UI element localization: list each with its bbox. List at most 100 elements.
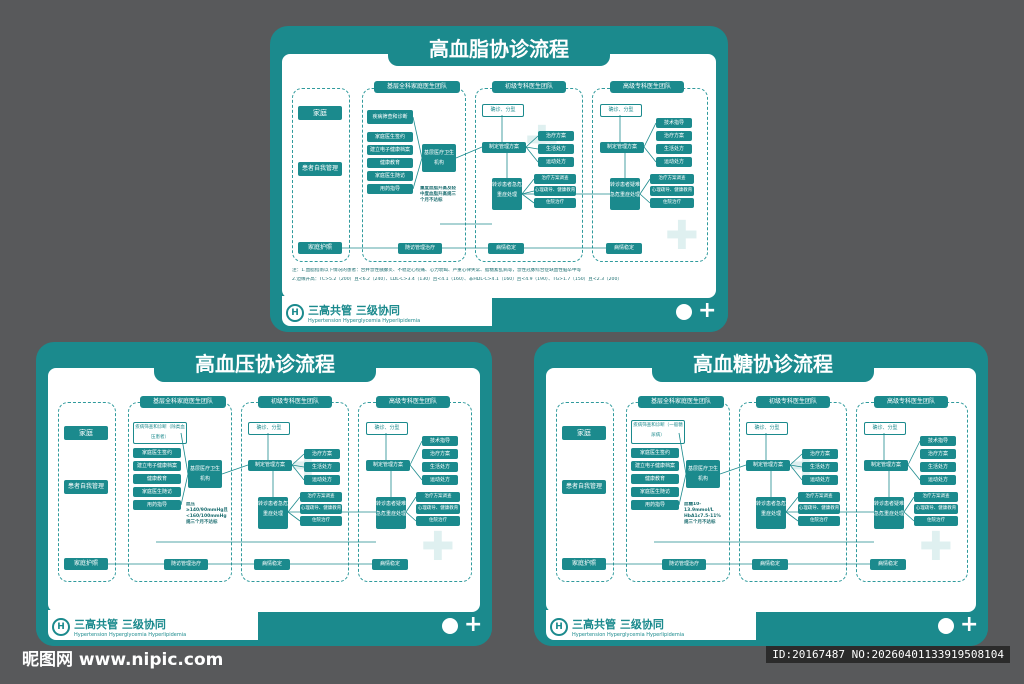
lipid-col3-sub-0: 治疗方案调查 [534,174,576,184]
lipid-screening: 疾病筛查和诊断 [367,110,413,124]
lipid-col1-frame [292,88,350,262]
glucose-col2-item-1: 建立电子健康档案 [631,461,679,471]
pressure-board: 高血压协诊流程 ✚ ✚ 家庭 患者自我管理 家庭护照 基层全科家庭医生团队 疾病… [36,342,492,646]
lipid-col3-opt-0: 治疗方案 [538,131,574,141]
glucose-follow: 随访管理治疗 [662,559,706,570]
lipid-circle-icon [676,304,692,320]
lipid-note-2: 2.边缘升高：TC>5.2（200）且<6.2（240）、LDL-C>3.4（1… [292,277,622,282]
pressure-connector-lines [108,432,423,565]
lipid-col4-sub-1: 心理疏导、健康教育 [650,186,694,196]
pressure-family: 家庭 [64,426,108,440]
lipid-col3-opt-1: 生活处方 [538,144,574,154]
lipid-col2-item-4: 用药指导 [367,184,413,194]
watermark-site: 昵图网 www.nipic.com [22,650,224,670]
lipid-connector-lines [342,115,657,249]
lipid-col4-opt-3: 运动处方 [656,157,692,167]
pressure-logo: H 三高共管 三级协同 Hypertension Hyperglycemia H… [52,616,186,638]
lipid-col4-plan: 制定管理方案 [600,142,644,153]
glucose-col3-sub-0: 治疗方案调查 [798,492,840,502]
pressure-col4-diag: 确诊、分型 [366,422,408,435]
glucose-col4-sub-0: 治疗方案调查 [914,492,958,502]
glucose-col4-plan: 制定管理方案 [864,460,908,471]
lipid-col4-header: 高级专科医生团队 [610,81,684,93]
glucose-col3-sub-2: 住院治疗 [798,516,840,526]
pressure-logo-title: 三高共管 三级协同 [74,618,166,631]
pressure-screening: 疾病筛查和诊断（除类血压患者） [133,422,187,444]
lipid-logo-title: 三高共管 三级协同 [308,304,400,317]
glucose-plus-icon: + [960,612,979,637]
glucose-col4-sub-1: 心理疏导、健康教育 [914,504,958,514]
pressure-criteria: 血压≥140/90mmHg且<160/100mmHg规三个月不达标 [186,502,228,526]
pressure-col4-sub-2: 住院治疗 [416,516,460,526]
lipid-follow: 随访管理治疗 [398,243,442,254]
pressure-col4-header: 高级专科医生团队 [376,396,450,408]
lipid-col4-diag: 确诊、分型 [600,104,642,117]
lipid-col4-opt-2: 生活处方 [656,144,692,154]
lipid-self-mgmt: 患者自我管理 [298,162,342,176]
pressure-col4-refer: 转诊患者疑难急危重症处理 [376,497,406,529]
pressure-col4-opt-3: 运动处方 [422,475,458,485]
glucose-col3-sub-1: 心理疏导、健康教育 [798,504,840,514]
glucose-col4-diag: 确诊、分型 [864,422,906,435]
lipid-col4-sub-2: 住院治疗 [650,198,694,208]
glucose-screening: 疾病筛查和诊断（一般糖尿病） [631,420,685,444]
pressure-col3-sub-1: 心理疏导、健康教育 [300,504,342,514]
glucose-col2-item-3: 家庭医生随访 [631,487,679,497]
glucose-col4-opt-2: 生活处方 [920,462,956,472]
lipid-col3-refer: 转诊患者急危重症处理 [492,178,522,210]
pressure-col4-opt-0: 技术指导 [422,436,458,446]
lipid-stable-2: 病情稳定 [606,243,642,254]
watermark-id: ID:20167487 NO:20260401133919508104 [766,646,1010,663]
glucose-col3-opt-2: 运动处方 [802,475,838,485]
glucose-col4-opt-1: 治疗方案 [920,449,956,459]
glucose-stable-1: 病情稳定 [752,559,788,570]
glucose-board: 高血糖协诊流程 ✚ ✚ 家庭 患者自我管理 家庭护照 基层全科家庭医生团队 疾病… [534,342,988,646]
glucose-center: 基层医疗卫生机构 [686,460,720,488]
lipid-note-1: 注：1.血脂指南以下情况的患者：合并急性胰腺炎、不稳定心绞痛、心力衰竭、严重心律… [292,268,582,273]
lipid-col3-sub-1: 心理疏导、健康教育 [534,186,576,196]
lipid-board: 高血脂协诊流程 ✚ ✚ 家庭 患者自我管理 家庭护照 基层全科家庭医生团队 疾病… [270,26,728,332]
pressure-col3-plan: 制定管理方案 [248,460,292,471]
glucose-col3-opt-1: 生活处方 [802,462,838,472]
glucose-self-mgmt: 患者自我管理 [562,480,606,494]
glucose-col4-opt-0: 技术指导 [920,436,956,446]
glucose-col4-refer: 转诊患者疑难急危重症处理 [874,497,904,529]
lipid-col4-opt-0: 技术指导 [656,118,692,128]
glucose-col2-item-4: 用药指导 [631,500,679,510]
lipid-col2-header: 基层全科家庭医生团队 [374,81,460,93]
pressure-stable-1: 病情稳定 [254,559,290,570]
pressure-center: 基层医疗卫生机构 [188,460,222,488]
pressure-col2-item-4: 用药指导 [133,500,181,510]
glucose-logo-mark-icon: H [550,618,568,636]
lipid-col4-sub-0: 治疗方案调查 [650,174,694,184]
pressure-plus-icon: + [464,612,483,637]
lipid-col2-item-2: 健康教育 [367,158,413,168]
pressure-col2-header: 基层全科家庭医生团队 [140,396,226,408]
glucose-title: 高血糖协诊流程 [652,346,874,382]
pressure-col3-opt-2: 运动处方 [304,475,340,485]
pressure-col3-sub-0: 治疗方案调查 [300,492,342,502]
glucose-logo-title: 三高共管 三级协同 [572,618,664,631]
glucose-col1-frame [556,402,614,582]
pressure-family-care: 家庭护照 [64,558,108,570]
pressure-col2-item-1: 建立电子健康档案 [133,461,181,471]
glucose-col2-item-2: 健康教育 [631,474,679,484]
glucose-stable-2: 病情稳定 [870,559,906,570]
lipid-col3-plan: 制定管理方案 [482,142,526,153]
glucose-col4-opt-3: 运动处方 [920,475,956,485]
pressure-col2-item-3: 家庭医生随访 [133,487,181,497]
pressure-col3-opt-0: 治疗方案 [304,449,340,459]
glucose-col3-opt-0: 治疗方案 [802,449,838,459]
glucose-circle-icon [938,618,954,634]
pressure-col3-header: 初级专科医生团队 [258,396,332,408]
pressure-col3-sub-2: 住院治疗 [300,516,342,526]
pressure-col4-sub-1: 心理疏导、健康教育 [416,504,460,514]
lipid-col4-opt-1: 治疗方案 [656,131,692,141]
lipid-col2-item-3: 家庭医生随访 [367,171,413,181]
pressure-logo-sub: Hypertension Hyperglycemia Hyperlipidemi… [74,632,187,638]
pressure-col3-opt-1: 生活处方 [304,462,340,472]
lipid-col3-diag: 确诊、分型 [482,104,524,117]
pressure-col4-plan: 制定管理方案 [366,460,410,471]
glucose-family: 家庭 [562,426,606,440]
lipid-col3-header: 初级专科医生团队 [492,81,566,93]
